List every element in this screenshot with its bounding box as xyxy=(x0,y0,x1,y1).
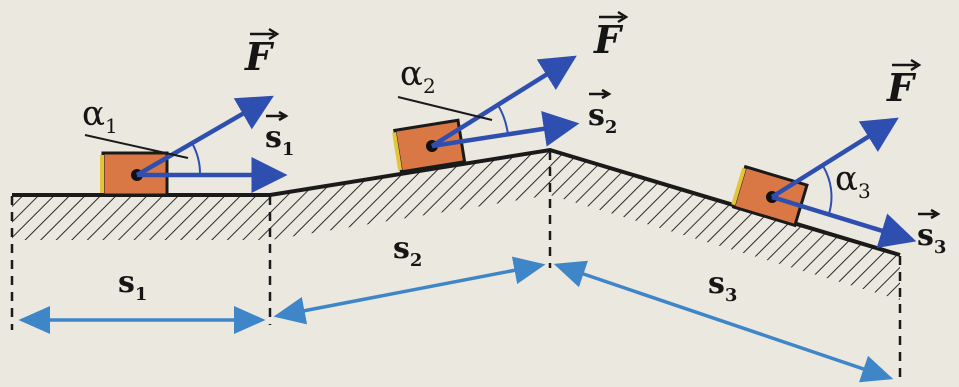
angle-arc-1 xyxy=(191,142,202,176)
angle-label-3: α3 xyxy=(835,159,871,203)
distance-arrows xyxy=(18,256,894,383)
angle-label-2: α2 xyxy=(400,54,436,98)
displacement-label-3: s3 xyxy=(917,218,946,258)
ground-hatching xyxy=(12,150,900,300)
angle-label-1: α1 xyxy=(82,94,118,138)
segment-label-2: s2 xyxy=(393,231,422,271)
displacement-arrow-2 xyxy=(431,110,580,149)
segment-label-1: s1 xyxy=(118,265,147,305)
angle-arc-3 xyxy=(822,165,833,215)
angle-arc-2 xyxy=(497,104,509,136)
segment-label-3: s3 xyxy=(708,266,737,306)
block-3-edge xyxy=(731,167,747,206)
force-vector-head-3 xyxy=(910,58,922,72)
displacement-arrow-3 xyxy=(771,194,917,248)
leader-line-1 xyxy=(84,134,189,159)
force-arrow-1 xyxy=(135,95,274,177)
force-vector-head-1 xyxy=(268,27,280,41)
displacement-vector-head-2 xyxy=(601,88,612,100)
force-label-2: F xyxy=(593,17,624,62)
force-arrow-3 xyxy=(770,117,899,199)
displacement-vector-head-1 xyxy=(278,110,289,122)
displacement-vector-head-3 xyxy=(930,208,941,220)
block-2-edge xyxy=(392,132,403,171)
block-group-2: α2 F s2 xyxy=(392,10,629,174)
displacement-label-2: s2 xyxy=(588,98,617,138)
distance-arrow-2 xyxy=(273,256,546,325)
force-arrow-2 xyxy=(430,55,577,148)
block-group-1: α1 F s1 xyxy=(82,27,294,197)
segment-boundaries xyxy=(10,151,902,380)
force-label-3: F xyxy=(886,65,917,110)
displacement-label-1: s1 xyxy=(265,120,294,160)
distance-arrow-3 xyxy=(553,260,894,383)
block-group-3: α3 F s3 xyxy=(731,58,946,258)
force-label-1: F xyxy=(244,34,275,79)
leader-line-2 xyxy=(397,96,493,121)
force-vector-head-2 xyxy=(617,10,629,24)
